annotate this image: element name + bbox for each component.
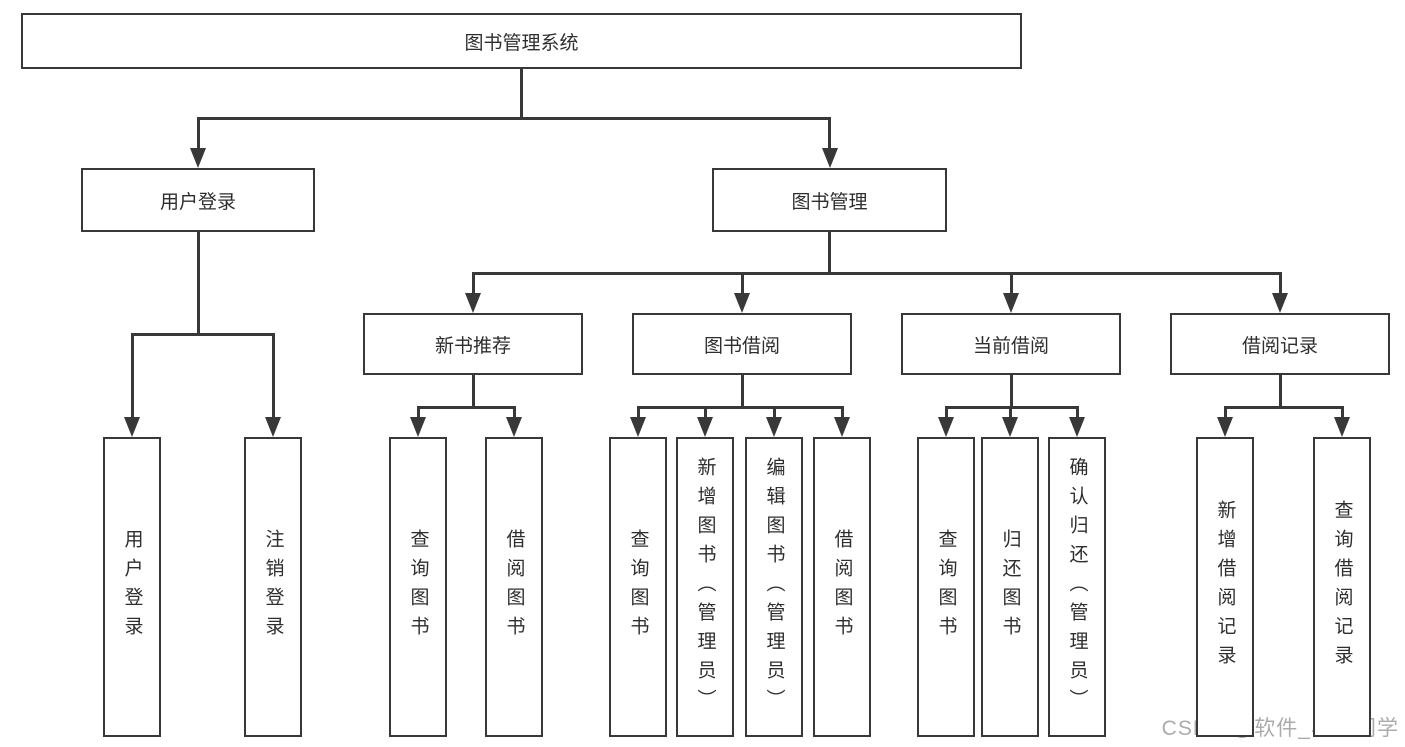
node-label-leaf-logout: 注销登录 — [262, 529, 284, 645]
arrow-down-icon — [834, 417, 850, 437]
node-label-leaf-query-book-2: 查询图书 — [627, 529, 649, 645]
node-user-login: 用户登录 — [81, 168, 315, 232]
node-label-book-mgmt: 图书管理 — [791, 191, 868, 213]
connector-line — [130, 334, 134, 423]
arrow-down-icon — [465, 293, 481, 313]
node-label-user-login: 用户登录 — [159, 191, 236, 213]
connector-line — [1008, 407, 1012, 423]
connector-line — [636, 407, 640, 423]
node-leaf-borrow-book-1: 借阅图书 — [485, 437, 543, 737]
arrow-down-icon — [1002, 417, 1018, 437]
node-label-leaf-edit-book: 编辑图书（管理员） — [763, 456, 785, 718]
connector-line — [944, 407, 948, 423]
connector-line — [196, 116, 831, 120]
arrow-down-icon — [821, 148, 838, 168]
node-book-borrow: 图书借阅 — [632, 313, 852, 375]
connector-line — [636, 405, 844, 409]
connector-line — [1075, 407, 1079, 423]
arrow-down-icon — [734, 293, 750, 313]
node-label-leaf-query-book-3: 查询图书 — [935, 529, 957, 645]
node-label-leaf-borrow-book-2: 借阅图书 — [831, 529, 853, 645]
connector-line — [772, 407, 776, 423]
node-label-book-borrow: 图书借阅 — [703, 335, 780, 357]
connector-line — [416, 407, 420, 423]
arrow-down-icon — [265, 417, 281, 437]
node-label-leaf-query-record: 查询借阅记录 — [1331, 500, 1353, 674]
node-leaf-add-record: 新增借阅记录 — [1196, 437, 1254, 737]
connector-line — [1278, 375, 1282, 407]
connector-line — [828, 232, 831, 273]
connector-line — [1278, 273, 1282, 299]
arrow-down-icon — [766, 417, 782, 437]
connector-line — [471, 273, 475, 299]
connector-line — [1009, 273, 1013, 299]
connector-line — [471, 375, 475, 407]
node-label-leaf-return-book: 归还图书 — [999, 529, 1021, 645]
arrow-down-icon — [630, 417, 646, 437]
arrow-down-icon — [697, 417, 713, 437]
arrow-down-icon — [1334, 417, 1350, 437]
arrow-down-icon — [410, 417, 426, 437]
node-label-leaf-confirm-return: 确认归还（管理员） — [1066, 456, 1088, 718]
connector-line — [944, 405, 1079, 409]
node-leaf-borrow-book-2: 借阅图书 — [813, 437, 871, 737]
connector-line — [512, 407, 516, 423]
connector-line — [196, 118, 200, 154]
node-leaf-add-book: 新增图书（管理员） — [676, 437, 734, 737]
node-label-leaf-add-book: 新增图书（管理员） — [694, 456, 716, 718]
node-root: 图书管理系统 — [21, 13, 1022, 69]
node-label-new-book-rec: 新书推荐 — [434, 335, 511, 357]
arrow-down-icon — [506, 417, 522, 437]
node-label-leaf-user-login: 用户登录 — [121, 529, 143, 645]
node-new-book-rec: 新书推荐 — [363, 313, 583, 375]
node-label-leaf-borrow-book-1: 借阅图书 — [503, 529, 525, 645]
connector-line — [740, 273, 744, 299]
node-leaf-query-book-1: 查询图书 — [389, 437, 447, 737]
node-leaf-edit-book: 编辑图书（管理员） — [745, 437, 803, 737]
node-leaf-query-book-3: 查询图书 — [917, 437, 975, 737]
node-borrow-records: 借阅记录 — [1170, 313, 1390, 375]
connector-line — [1009, 375, 1013, 407]
node-label-root: 图书管理系统 — [464, 32, 579, 54]
connector-line — [840, 407, 844, 423]
arrow-down-icon — [190, 148, 206, 168]
connector-line — [130, 332, 275, 336]
node-leaf-logout: 注销登录 — [244, 437, 302, 737]
arrow-down-icon — [938, 417, 954, 437]
connector-line — [416, 405, 516, 409]
node-current-borrow: 当前借阅 — [901, 313, 1121, 375]
arrow-down-icon — [124, 417, 140, 437]
connector-line — [471, 271, 1282, 275]
node-leaf-query-book-2: 查询图书 — [609, 437, 667, 737]
connector-line — [1340, 407, 1344, 423]
node-label-leaf-add-record: 新增借阅记录 — [1214, 500, 1236, 674]
node-leaf-user-login: 用户登录 — [103, 437, 161, 737]
arrow-down-icon — [1069, 417, 1085, 437]
connector-line — [1223, 405, 1344, 409]
node-leaf-return-book: 归还图书 — [981, 437, 1039, 737]
connector-line — [271, 334, 275, 423]
connector-line — [196, 232, 200, 334]
node-label-leaf-query-book-1: 查询图书 — [407, 529, 429, 645]
arrow-down-icon — [1003, 293, 1019, 313]
arrow-down-icon — [1217, 417, 1233, 437]
connector-line — [1223, 407, 1227, 423]
node-leaf-confirm-return: 确认归还（管理员） — [1048, 437, 1106, 737]
connector-line — [520, 69, 523, 118]
connector-line — [828, 118, 831, 154]
connector-line — [703, 407, 707, 423]
node-label-borrow-records: 借阅记录 — [1241, 335, 1318, 357]
node-leaf-query-record: 查询借阅记录 — [1313, 437, 1371, 737]
arrow-down-icon — [1272, 293, 1288, 313]
connector-line — [740, 375, 744, 407]
node-label-current-borrow: 当前借阅 — [972, 335, 1049, 357]
node-book-mgmt: 图书管理 — [712, 168, 947, 232]
